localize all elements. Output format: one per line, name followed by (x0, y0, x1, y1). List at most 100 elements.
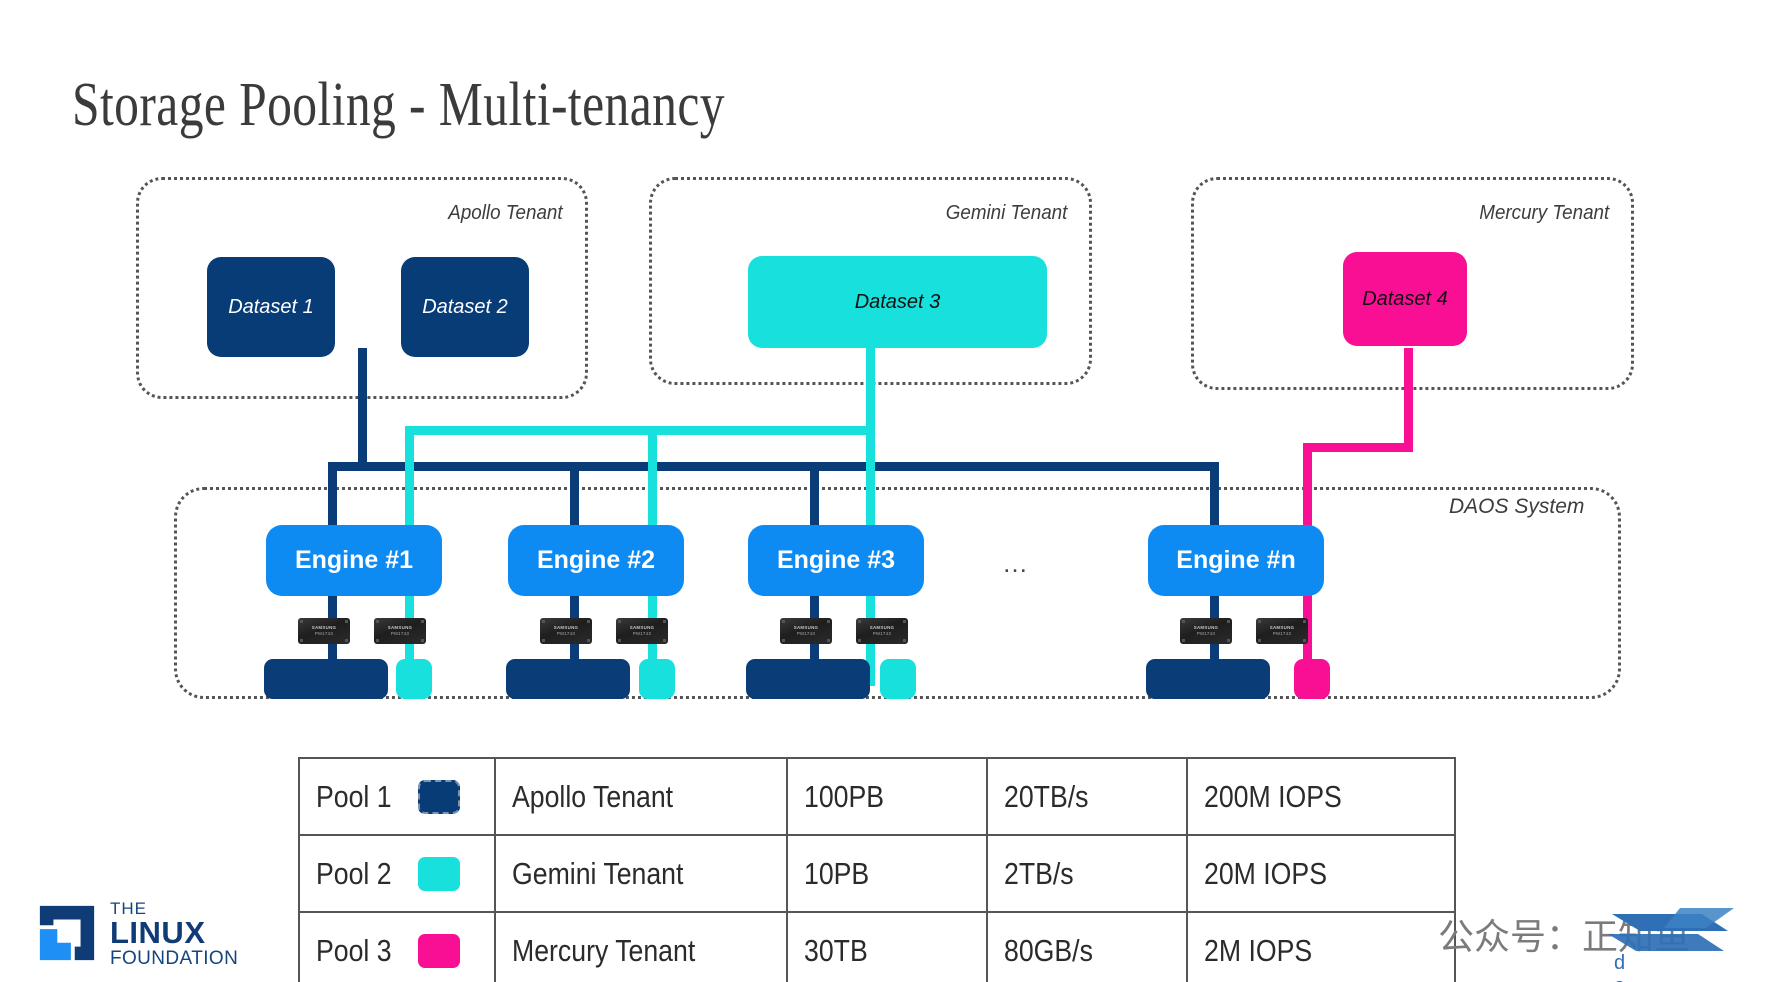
ssd-model: PM1743 (556, 631, 576, 636)
iops-value: 200M IOPS (1204, 778, 1342, 814)
pool-bar-magenta (1294, 659, 1330, 699)
ssd-brand: SAMSUNG (1269, 625, 1295, 630)
tenant-label-gemini: Gemini Tenant (945, 202, 1067, 224)
ssd-brand: SAMSUNG (869, 625, 895, 630)
tenant-cell: Gemini Tenant (494, 834, 788, 913)
bandwidth-value: 20TB/s (1004, 778, 1089, 814)
wire-navy-bus (328, 462, 1219, 471)
bandwidth-value: 80GB/s (1004, 932, 1093, 968)
tenant-container-apollo: Apollo Tenant Dataset 1 Dataset 2 (136, 177, 588, 399)
wire-apollo-drop (358, 348, 367, 470)
page-title: Storage Pooling - Multi-tenancy (72, 71, 725, 139)
dataset-label: Dataset 1 (228, 295, 314, 318)
ssd-chip: SAMSUNG PM1743 (616, 618, 668, 644)
tenant-name: Gemini Tenant (512, 855, 684, 891)
wire-mercury-horizontal (1303, 443, 1413, 452)
pool-cell: Pool 3 (298, 911, 496, 982)
ssd-model: PM1743 (632, 631, 652, 636)
dataset-label: Dataset 4 (1362, 287, 1448, 310)
ssd-brand: SAMSUNG (793, 625, 819, 630)
pool-bar-navy (264, 659, 388, 699)
tenant-name: Mercury Tenant (512, 932, 696, 968)
pool-name: Pool 1 (316, 778, 392, 814)
capacity-cell: 10PB (786, 834, 988, 913)
ssd-chip: SAMSUNG PM1743 (780, 618, 832, 644)
iops-cell: 20M IOPS (1186, 834, 1456, 913)
bandwidth-value: 2TB/s (1004, 855, 1074, 891)
pool-name: Pool 2 (316, 855, 392, 891)
pool-bar-cyan (396, 659, 432, 699)
pool-bar-navy (1146, 659, 1270, 699)
pool-color-swatch (417, 933, 460, 968)
bandwidth-cell: 2TB/s (986, 834, 1188, 913)
ssd-chip: SAMSUNG PM1743 (1180, 618, 1232, 644)
capacity-cell: 30TB (786, 911, 988, 982)
tenant-label-mercury: Mercury Tenant (1479, 202, 1609, 224)
pool-summary-table: Pool 1 Apollo Tenant 100PB 20TB/s 200M I… (298, 757, 1456, 982)
table-row: Pool 3 Mercury Tenant 30TB 80GB/s 2M IOP… (298, 911, 1456, 982)
dataset-card-4[interactable]: Dataset 4 (1343, 252, 1467, 346)
engine-box-2[interactable]: Engine #2 (508, 525, 684, 596)
ssd-brand: SAMSUNG (311, 625, 337, 630)
ssd-chip: SAMSUNG PM1743 (1256, 618, 1308, 644)
linux-foundation-logo: THE LINUX FOUNDATION (36, 898, 238, 968)
ssd-model: PM1743 (314, 631, 334, 636)
wire-mercury-drop-upper (1404, 348, 1413, 452)
engine-label: Engine #1 (294, 546, 414, 574)
ssd-model: PM1743 (796, 631, 816, 636)
capacity-cell: 100PB (786, 757, 988, 836)
bandwidth-cell: 20TB/s (986, 757, 1188, 836)
engine-box-n[interactable]: Engine #n (1148, 525, 1324, 596)
tenant-name: Apollo Tenant (512, 778, 674, 814)
dataset-card-2[interactable]: Dataset 2 (401, 257, 529, 357)
pool-name: Pool 3 (316, 932, 392, 968)
dataset-card-1[interactable]: Dataset 1 (207, 257, 335, 357)
bandwidth-cell: 80GB/s (986, 911, 1188, 982)
tenant-container-mercury: Mercury Tenant Dataset 4 (1191, 177, 1634, 390)
dataset-card-3[interactable]: Dataset 3 (748, 256, 1047, 348)
engine-label: Engine #3 (776, 546, 896, 574)
iops-value: 2M IOPS (1204, 932, 1313, 968)
iops-cell: 2M IOPS (1186, 911, 1456, 982)
pool-bar-navy (506, 659, 630, 699)
ssd-brand: SAMSUNG (553, 625, 579, 630)
pool-color-swatch (417, 856, 460, 891)
table-row: Pool 1 Apollo Tenant 100PB 20TB/s 200M I… (298, 757, 1456, 836)
ssd-model: PM1743 (1272, 631, 1292, 636)
pool-bar-navy (746, 659, 870, 699)
wire-cyan-bus (405, 426, 875, 435)
engine-box-1[interactable]: Engine #1 (266, 525, 442, 596)
wire-gemini-drop (866, 348, 875, 432)
ssd-chip: SAMSUNG PM1743 (856, 618, 908, 644)
daos-logo-icon (1608, 908, 1734, 951)
iops-value: 20M IOPS (1204, 855, 1327, 891)
pool-cell: Pool 2 (298, 834, 496, 913)
capacity-value: 10PB (804, 855, 870, 891)
ssd-chip: SAMSUNG PM1743 (374, 618, 426, 644)
daos-wordmark: d a o s (1614, 952, 1635, 982)
capacity-value: 100PB (804, 778, 885, 814)
engine-label: Engine #n (1176, 546, 1296, 574)
ssd-chip: SAMSUNG PM1743 (298, 618, 350, 644)
linux-foundation-mark-icon (39, 905, 95, 961)
ssd-brand: SAMSUNG (387, 625, 413, 630)
tenant-cell: Mercury Tenant (494, 911, 788, 982)
ssd-chip: SAMSUNG PM1743 (540, 618, 592, 644)
linux-foundation-wordmark: THE LINUX FOUNDATION (110, 900, 238, 968)
iops-cell: 200M IOPS (1186, 757, 1456, 836)
ssd-model: PM1743 (1196, 631, 1216, 636)
ssd-brand: SAMSUNG (1193, 625, 1219, 630)
engine-box-3[interactable]: Engine #3 (748, 525, 924, 596)
pool-bar-cyan (639, 659, 675, 699)
dataset-label: Dataset 2 (422, 295, 508, 318)
pool-color-swatch (417, 779, 460, 814)
daos-system-label: DAOS System (1449, 495, 1585, 518)
ssd-brand: SAMSUNG (629, 625, 655, 630)
ssd-model: PM1743 (872, 631, 892, 636)
capacity-value: 30TB (804, 932, 868, 968)
tenant-label-apollo: Apollo Tenant (448, 202, 563, 224)
lf-the-text: THE (110, 899, 147, 918)
ssd-model: PM1743 (390, 631, 410, 636)
pool-cell: Pool 1 (298, 757, 496, 836)
